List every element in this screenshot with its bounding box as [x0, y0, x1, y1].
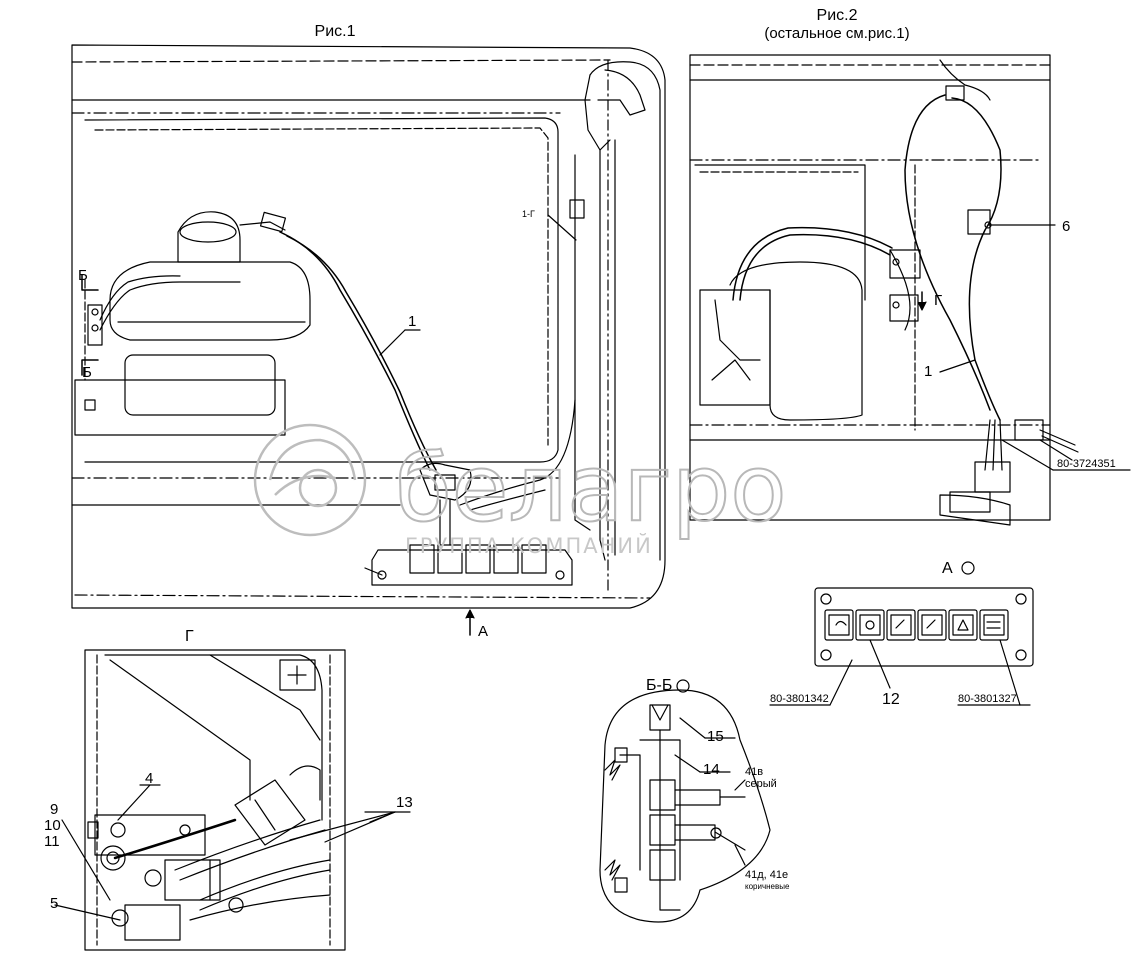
fig1-callout-1: 1 — [408, 313, 416, 330]
view-g-callout-11: 11 — [44, 833, 60, 850]
watermark: белагро ГРУППА КОМПАНИЙ — [253, 423, 788, 558]
fig2-callout-1: 1 — [924, 363, 932, 380]
fig2-subtitle: (остальное см.рис.1) — [764, 25, 909, 42]
fig2-title: Рис.2 — [817, 7, 858, 24]
fig2-part-code: 80-3724351 — [1057, 458, 1116, 470]
fig1-callout-1g: 1-Г — [522, 209, 535, 219]
view-arrow-a: А — [478, 623, 488, 640]
view-g-callout-5: 5 — [50, 895, 58, 912]
panel-right-code: 80-3801327 — [958, 693, 1017, 705]
view-g-callout-10: 10 — [44, 817, 61, 834]
view-g-title: Г — [185, 628, 194, 645]
section-bb-wire-41d-color: коричневые — [745, 882, 790, 891]
labels: Рис.1 Рис.2 (остальное см.рис.1) 1 1-Г Б… — [44, 7, 1116, 912]
fig2-callout-6: 6 — [1062, 218, 1070, 235]
section-bb-title: Б-Б — [646, 677, 672, 694]
panel-left-code: 80-3801342 — [770, 693, 829, 705]
view-a-title: А — [942, 560, 953, 577]
section-bb-wire-41v: 41в — [745, 766, 763, 778]
view-g-callout-13: 13 — [396, 794, 413, 811]
section-bb-callout-15: 15 — [707, 728, 724, 745]
fig2-arrow-g: Г — [934, 292, 942, 309]
view-g-drawing — [54, 649, 411, 951]
section-bb-wire-41v-color: серый — [745, 778, 777, 790]
section-bb-wire-41d: 41д, 41е — [745, 869, 788, 881]
watermark-tagline: ГРУППА КОМПАНИЙ — [405, 533, 653, 558]
fig2-drawing — [689, 54, 1131, 526]
fig1-drawing — [71, 44, 666, 636]
watermark-logo-icon — [253, 423, 367, 537]
view-g-callout-9: 9 — [50, 801, 58, 818]
section-bb-callout-14: 14 — [703, 761, 720, 778]
fig1-title: Рис.1 — [315, 23, 356, 40]
view-g-callout-4: 4 — [145, 770, 153, 787]
section-bb-drawing — [599, 679, 771, 923]
view-a-drawing — [769, 561, 1034, 706]
watermark-brand: белагро — [395, 435, 787, 542]
section-b-bottom: Б — [82, 364, 92, 381]
section-b-top: Б — [78, 267, 88, 284]
panel-callout-12: 12 — [882, 691, 900, 708]
